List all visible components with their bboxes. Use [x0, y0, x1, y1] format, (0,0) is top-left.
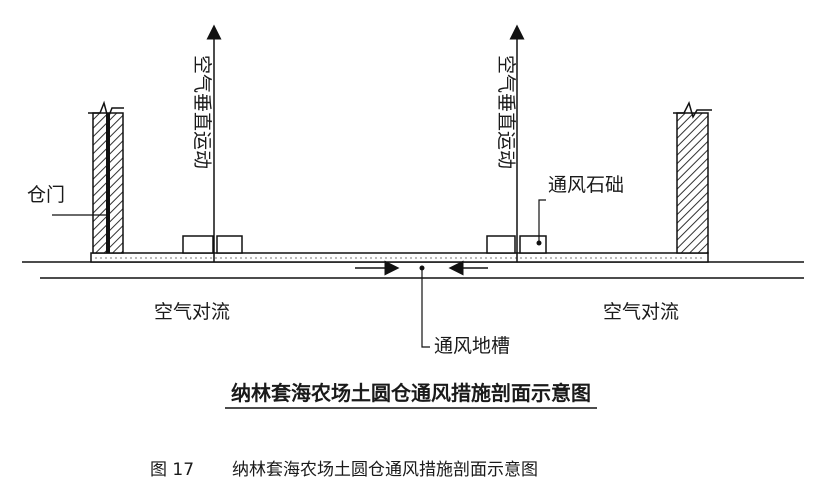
vertical-motion-label-left: 空气垂直运动	[191, 55, 213, 169]
left-wall-break	[88, 100, 124, 121]
vent-trench-label: 通风地槽	[434, 335, 510, 357]
caption-number: 图 17	[150, 460, 194, 480]
vertical-motion-label-right: 空气垂直运动	[495, 55, 517, 169]
right-wall-break	[673, 100, 712, 119]
vent-pier-right-1	[486, 235, 516, 254]
vent-pier-right-2	[519, 235, 547, 254]
door-label: 仓门	[27, 184, 65, 206]
vent-pier-label: 通风石础	[548, 174, 624, 196]
vent-trench-leader	[421, 268, 430, 348]
right-wall	[676, 112, 709, 254]
caption-text: 纳林套海农场土圆仓通风措施剖面示意图	[232, 460, 538, 480]
inner-title: 纳林套海农场土圆仓通风措施剖面示意图	[231, 381, 591, 405]
convection-label-right: 空气对流	[603, 301, 679, 323]
floor-slab	[90, 252, 709, 263]
vent-pier-left-2	[216, 235, 243, 254]
vent-pier-left-1	[182, 235, 214, 254]
vent-pier-leader	[538, 199, 546, 243]
convection-label-left: 空气对流	[154, 301, 230, 323]
